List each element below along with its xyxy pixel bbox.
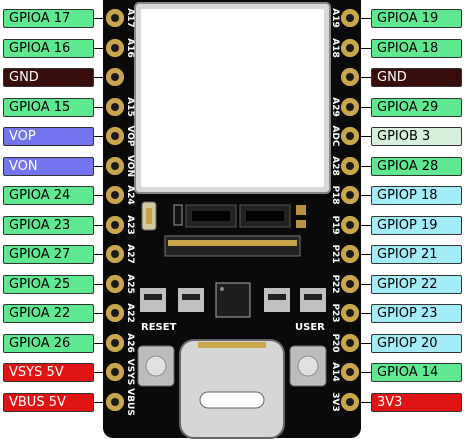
header-pin [341,304,359,322]
header-pin [106,363,124,381]
leader-line [94,195,108,196]
leader-line [94,136,108,137]
usb-c-connector [179,339,285,439]
header-pin [341,157,359,175]
right-pin-label: GND [371,68,462,87]
left-pin-label: GPIOA 15 [3,98,94,117]
right-pin-label: GPIOP 19 [371,216,462,235]
header-pin [106,68,124,86]
header-pin [341,9,359,27]
header-pin [106,9,124,27]
left-pin-label: GND [3,68,94,87]
leader-line [357,254,371,255]
header-pin [341,363,359,381]
header-pin [106,98,124,116]
right-pin-label: GPIOP 18 [371,186,462,205]
right-pin-label: GPIOA 28 [371,157,462,176]
header-pin [341,127,359,145]
leader-line [94,225,108,226]
header-pin [341,245,359,263]
left-pin-label: GPIOA 16 [3,39,94,58]
right-pin-label: GPIOA 19 [371,9,462,28]
reset-text: RESET [141,322,177,333]
leader-line [94,372,108,373]
header-pin [106,39,124,57]
header-pin [341,334,359,352]
header-pin [106,275,124,293]
leader-line [357,313,371,314]
right-pin-label: GPIOB 3 [371,127,462,146]
right-pin-label: GPIOP 23 [371,304,462,323]
leader-line [357,402,371,403]
left-pin-label: GPIOA 27 [3,245,94,264]
left-pin-name: VBUS [125,388,135,416]
leader-line [357,107,371,108]
right-pin-label: GPIOP 22 [371,275,462,294]
leader-line [357,372,371,373]
left-pin-label: VBUS 5V [3,393,94,412]
header-pin [106,157,124,175]
leader-line [357,225,371,226]
leader-line [94,313,108,314]
leader-line [357,284,371,285]
leader-line [94,254,108,255]
left-pin-label: GPIOA 23 [3,216,94,235]
header-pin [341,275,359,293]
leader-line [94,107,108,108]
right-pin-label: GPIOA 18 [371,39,462,58]
left-pin-label: VSYS 5V [3,363,94,382]
right-pin-label: GPIOA 14 [371,363,462,382]
leader-line [94,77,108,78]
user-text: USER [295,322,325,333]
header-pin [341,393,359,411]
leader-line [94,402,108,403]
left-pin-label: VOP [3,127,94,146]
leader-line [357,18,371,19]
leader-line [94,343,108,344]
header-pin [106,334,124,352]
header-pin [341,216,359,234]
header-pin [106,127,124,145]
leader-line [94,48,108,49]
header-pin [106,304,124,322]
leader-line [94,166,108,167]
right-pin-name: A18 [330,38,340,58]
leader-line [357,166,371,167]
header-pin [341,98,359,116]
left-pin-label: GPIOA 22 [3,304,94,323]
right-pin-label: GPIOA 29 [371,98,462,117]
header-pin [341,39,359,57]
header-pin [106,216,124,234]
right-pin-label: GPIOP 20 [371,334,462,353]
leader-line [94,18,108,19]
left-pin-label: VON [3,157,94,176]
header-pin [106,186,124,204]
leader-line [357,136,371,137]
leader-line [94,284,108,285]
leader-line [357,195,371,196]
left-pin-label: GPIOA 17 [3,9,94,28]
header-pin [341,68,359,86]
right-pin-label: GPIOP 21 [371,245,462,264]
left-pin-label: GPIOA 26 [3,334,94,353]
leader-line [357,77,371,78]
leader-line [357,48,371,49]
header-pin [341,186,359,204]
left-pin-label: GPIOA 24 [3,186,94,205]
right-pin-label: 3V3 [371,393,462,412]
header-pin [106,245,124,263]
header-pin [106,393,124,411]
left-pin-label: GPIOA 25 [3,275,94,294]
user-button [297,355,319,377]
left-pin-name: A16 [125,38,135,58]
right-pin-name: 3V3 [330,392,340,412]
reset-button [145,355,167,377]
leader-line [357,343,371,344]
